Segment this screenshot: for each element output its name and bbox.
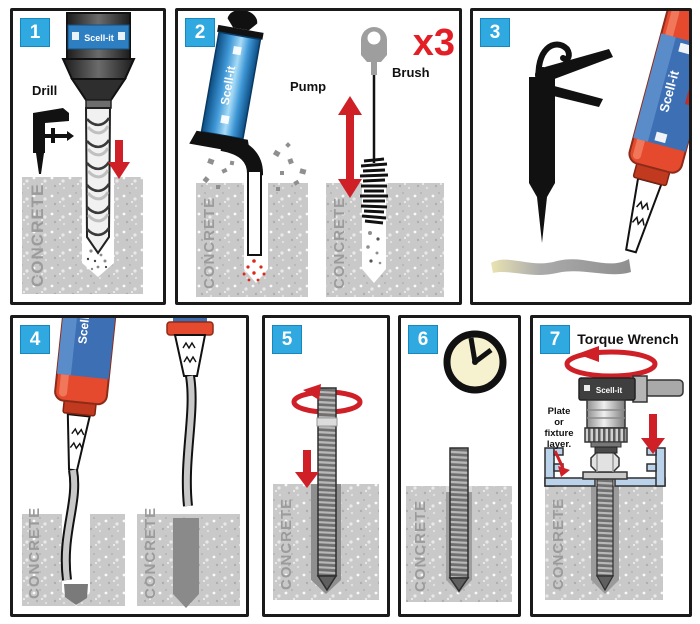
step-number-badge: 7 bbox=[540, 325, 570, 354]
blow-pump: Scell-it bbox=[189, 11, 264, 256]
threaded-rod bbox=[316, 387, 338, 592]
down-arrow bbox=[108, 140, 130, 179]
threaded-rod bbox=[448, 447, 470, 593]
panel-step-3-prepare-resin: 3 Scell-it bbox=[470, 8, 692, 305]
concrete-label: CONCRETE bbox=[278, 498, 295, 590]
panel-step-2-clean-hole: 2 CONCRETE CONCRETE bbox=[175, 8, 462, 305]
panel-step-7-torque-fixture: 7 Torque Wrench CONCRETE bbox=[530, 315, 692, 617]
torque-wrench-label: Torque Wrench bbox=[577, 331, 678, 347]
hex-nut bbox=[590, 451, 620, 473]
concrete-label: CONCRETE bbox=[26, 507, 43, 599]
cure-time-illustration: CONCRETE bbox=[406, 330, 512, 602]
panel-step-5-insert-rod: 5 CONCRETE bbox=[262, 315, 390, 617]
concrete-label: CONCRETE bbox=[550, 498, 567, 590]
annotation-arrow bbox=[553, 450, 565, 469]
resin-cartridge: Scell-it bbox=[625, 11, 689, 254]
debris-specks bbox=[202, 142, 307, 191]
fixture-plate bbox=[544, 447, 666, 487]
step-number-badge: 5 bbox=[272, 325, 302, 354]
up-down-arrow bbox=[338, 96, 362, 198]
concrete-block-right: CONCRETE bbox=[137, 507, 240, 608]
rotation-arrow bbox=[564, 349, 658, 379]
torque-wrench: Scell-it bbox=[578, 375, 684, 454]
drill-label: Drill bbox=[32, 83, 57, 98]
concrete-label: CONCRETE bbox=[201, 197, 218, 289]
drill-dust-dots bbox=[86, 249, 108, 271]
brand-label: Scell-it bbox=[75, 318, 93, 345]
annotation-arrowhead bbox=[558, 466, 570, 477]
clock-icon bbox=[443, 330, 507, 394]
brand-label: Scell-it bbox=[596, 386, 623, 395]
repeat-x3-label: x3 bbox=[413, 22, 455, 64]
clean-hole-illustration: CONCRETE CONCRETE Scell-it bbox=[189, 11, 455, 297]
step-number-badge: 1 bbox=[20, 18, 50, 47]
plate-label-line1: Plate bbox=[548, 406, 571, 417]
hole-brush bbox=[359, 27, 389, 265]
step-number-badge: 6 bbox=[408, 325, 438, 354]
washer bbox=[582, 471, 628, 480]
cartridge-tube-withdraw bbox=[166, 318, 214, 507]
insert-rod-illustration: CONCRETE bbox=[273, 384, 379, 600]
panel-step-6-wait-cure: 6 CONCRETE bbox=[398, 315, 521, 617]
drill-bit bbox=[84, 107, 112, 255]
plate-label-line3: fixture bbox=[544, 428, 573, 439]
step-number-badge: 2 bbox=[185, 18, 215, 47]
pump-tube bbox=[247, 170, 262, 256]
concrete-label: CONCRETE bbox=[331, 197, 348, 289]
panel-step-1-drill-hole: 1 CONCRETE Scell-it bbox=[10, 8, 166, 305]
step-number-badge: 4 bbox=[20, 325, 50, 354]
down-arrow bbox=[295, 450, 319, 488]
drill-illustration: CONCRETE Scell-it bbox=[22, 12, 143, 294]
inject-resin-illustration: CONCRETE CONCRETE Scell-it bbox=[22, 318, 240, 608]
rotation-arrowhead bbox=[303, 384, 321, 400]
air-spray-dots bbox=[242, 259, 266, 282]
resin-bead bbox=[491, 259, 631, 275]
concrete-label: CONCRETE bbox=[142, 507, 159, 599]
step-number-badge: 3 bbox=[480, 18, 510, 47]
rotation-arrowhead bbox=[577, 346, 599, 362]
brush-debris bbox=[366, 231, 382, 265]
cartridge-with-tube-start: Scell-it bbox=[54, 318, 124, 605]
down-arrow bbox=[641, 414, 665, 454]
brand-label: Scell-it bbox=[218, 65, 239, 106]
resin-blob bbox=[64, 584, 88, 605]
torque-wrench-illustration: Torque Wrench CONCRETE bbox=[544, 331, 684, 600]
plate-annotation: Plate or fixture layer. bbox=[544, 406, 574, 477]
plate-label-line4: layer. bbox=[547, 439, 571, 450]
plate-label-line2: or bbox=[554, 417, 564, 428]
concrete-block: CONCRETE bbox=[22, 177, 143, 294]
drill-chuck: Scell-it bbox=[61, 12, 136, 109]
resin-gun-illustration: Scell-it bbox=[491, 11, 689, 275]
caulking-gun-icon bbox=[529, 41, 613, 243]
concrete-label: CONCRETE bbox=[412, 500, 429, 592]
panel-step-4-inject-resin: 4 CONCRETE CONCRETE bbox=[10, 315, 249, 617]
brush-label: Brush bbox=[392, 65, 430, 80]
brush-bristles bbox=[359, 157, 389, 225]
brand-label: Scell-it bbox=[84, 33, 114, 43]
drill-icon bbox=[33, 108, 74, 174]
concrete-label: CONCRETE bbox=[28, 184, 47, 287]
pump-label: Pump bbox=[290, 79, 326, 94]
